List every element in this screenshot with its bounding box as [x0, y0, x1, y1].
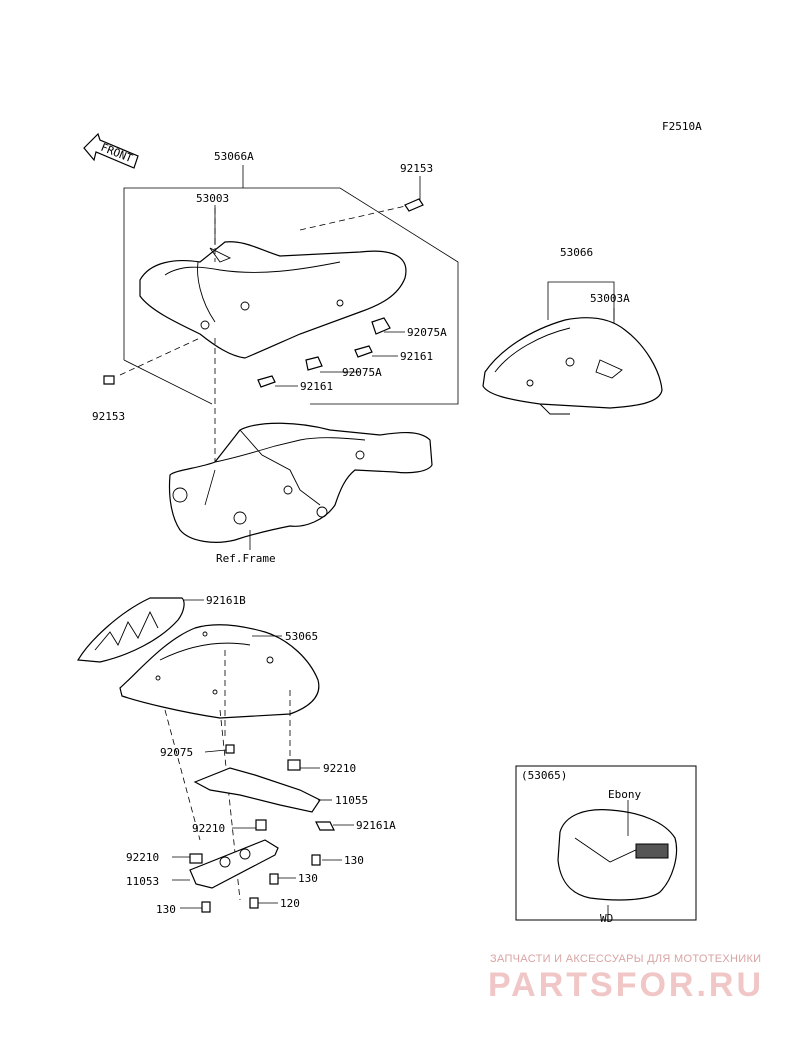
label-130-1: 130 [344, 854, 364, 867]
tail-cowl-shape [119, 624, 320, 719]
label-ref-frame: Ref.Frame [216, 552, 276, 565]
label-92210-1: 92210 [323, 762, 356, 775]
label-92153-left: 92153 [92, 410, 125, 423]
bracket-group [172, 744, 354, 913]
inset-box [515, 765, 697, 921]
front-label: FRONT [99, 141, 135, 166]
tail-bracket-shape [76, 597, 185, 663]
tail-group [76, 597, 320, 901]
label-130-3: 130 [156, 903, 176, 916]
frame-group [168, 422, 433, 550]
label-53066A: 53066A [214, 150, 254, 163]
label-92153-top: 92153 [400, 162, 433, 175]
inset-ref-label: (53065) [521, 769, 567, 782]
label-53066: 53066 [560, 246, 593, 259]
label-120: 120 [280, 897, 300, 910]
label-92161-1: 92161 [400, 350, 433, 363]
seat-assembly-group [103, 165, 459, 470]
front-arrow-icon: FRONT [83, 132, 139, 169]
watermark-logo: PARTSFOR.RU [488, 966, 764, 1004]
seat-cover-group [482, 281, 663, 415]
label-53003: 53003 [196, 192, 229, 205]
label-92075A-1: 92075A [407, 326, 447, 339]
label-11055: 11055 [335, 794, 368, 807]
label-92075A-2: 92075A [342, 366, 382, 379]
label-92161B: 92161B [206, 594, 246, 607]
frame-shape [168, 422, 433, 543]
inset-cowl-shape [557, 809, 678, 901]
label-92161A: 92161A [356, 819, 396, 832]
watermark-tagline: ЗАПЧАСТИ И АКСЕССУАРЫ ДЛЯ МОТОТЕХНИКИ [490, 953, 761, 965]
label-92075: 92075 [160, 746, 193, 759]
inset-market-label: WD [600, 912, 613, 925]
label-11053: 11053 [126, 875, 159, 888]
label-92161-2: 92161 [300, 380, 333, 393]
diagram-code: F2510A [662, 120, 702, 133]
label-53003A: 53003A [590, 292, 630, 305]
seat-shape [139, 241, 407, 359]
label-53065: 53065 [285, 630, 318, 643]
label-92210-2: 92210 [192, 822, 225, 835]
label-92210-3: 92210 [126, 851, 159, 864]
seat-cover-shape [482, 317, 663, 409]
inset-color-label: Ebony [608, 788, 641, 801]
label-130-2: 130 [298, 872, 318, 885]
